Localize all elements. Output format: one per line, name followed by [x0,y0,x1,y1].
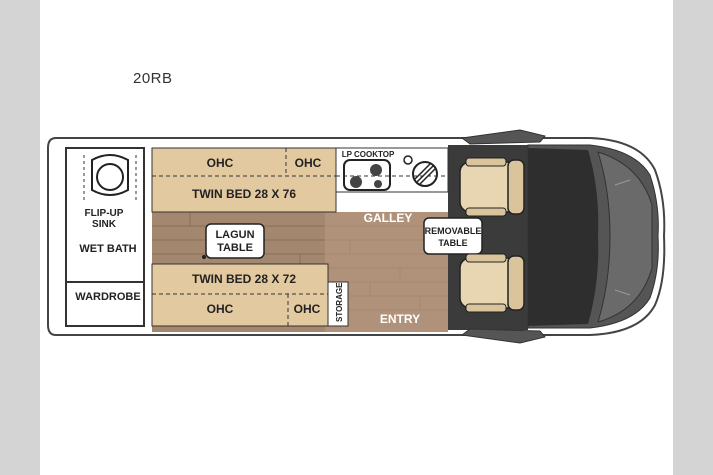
removable-table-label-1: REMOVABLE [425,226,482,236]
lp-cooktop-label: LP COOKTOP [342,150,395,159]
lagun-table-label-2: TABLE [217,242,253,254]
model-name: 20RB [133,70,173,87]
hood-detail [614,179,631,186]
ohc-top-left: OHC [207,156,234,170]
table-post [202,255,206,259]
entry-label: ENTRY [380,312,420,326]
twin-bed-top-label: TWIN BED 28 X 76 [192,187,296,201]
hood [597,151,653,323]
ohc-bottom-left: OHC [207,302,234,316]
cab-seat-top [459,157,525,217]
hood-detail [614,289,631,296]
twin-bed-bottom [151,263,329,327]
flip-up-sink-label-2: SINK [92,219,117,230]
sink-grate [416,165,434,183]
flip-up-sink-label-1: FLIP-UP [85,208,124,219]
twin-bed-bottom-label: TWIN BED 28 X 72 [192,272,296,286]
storage-cabinet [327,281,349,327]
removable-table-label-2: TABLE [438,238,467,248]
removable-table[interactable] [423,217,483,255]
twin-bed-top [151,147,337,213]
toilet-bowl [96,163,124,191]
galley-label: GALLEY [364,211,413,225]
burner-icon [370,164,382,176]
cab-seat-bottom [459,253,525,313]
refer-micro-label: REFER/MICRO [346,197,430,211]
mirror-top [460,129,546,145]
mirror-bottom [460,328,546,344]
burner-icon [350,176,362,188]
lagun-table[interactable] [205,223,265,259]
cooktop-icon [343,159,391,191]
storage-label: STORAGE [335,282,344,322]
wardrobe [65,281,145,327]
ohc-bottom-right: OHC [294,302,321,316]
faucet-icon [403,155,413,165]
windshield [528,148,599,326]
wardrobe-label: WARDROBE [75,291,140,303]
lagun-table-label-1: LAGUN [215,229,254,241]
wet-bath-label: WET BATH [79,243,136,255]
burner-icon [374,180,382,188]
ohc-top-right: OHC [295,156,322,170]
sink-grate [414,163,431,180]
